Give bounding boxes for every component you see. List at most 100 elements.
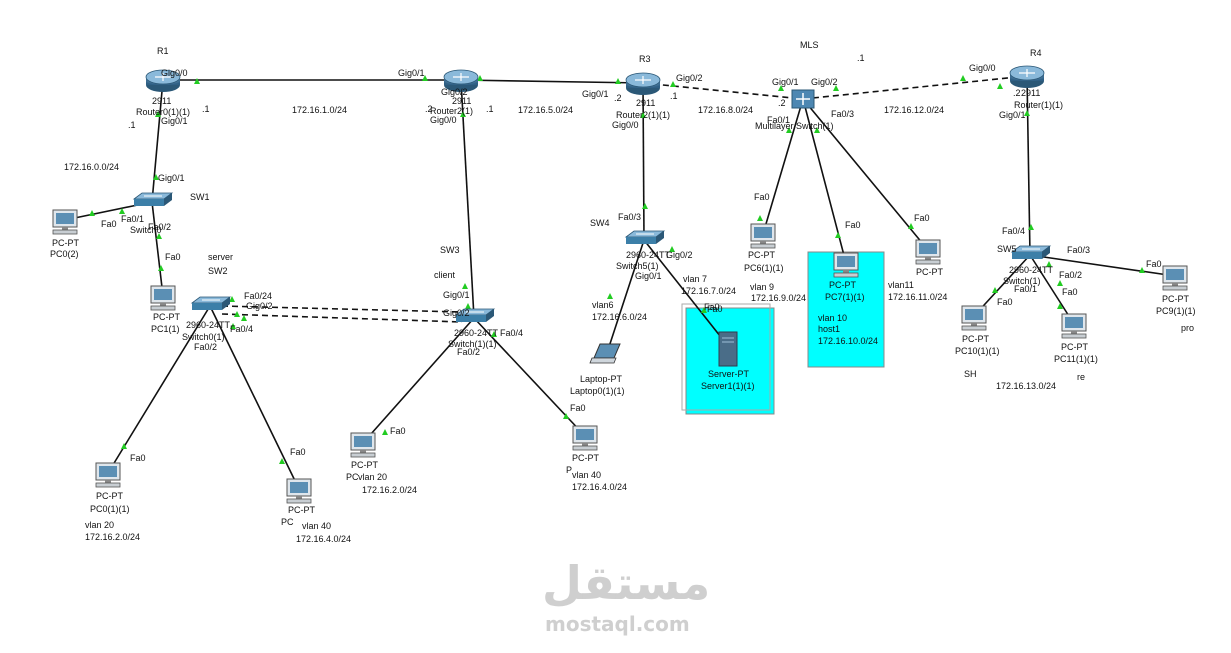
port-up-marker — [422, 75, 428, 81]
port-up-marker — [1057, 280, 1063, 286]
laptop-type: Laptop-PT — [580, 374, 623, 384]
server-net: 172.16.7.0/24 — [681, 286, 737, 296]
pc-icon — [350, 432, 376, 458]
link-line — [802, 75, 1028, 100]
pc6-vlan: vlan 9 — [750, 282, 775, 292]
port-up-marker — [786, 127, 792, 133]
sw4-name: Switch5(1) — [616, 261, 659, 271]
pc8-type: PC-PT — [916, 267, 943, 277]
server-name: Server1(1)(1) — [701, 381, 755, 391]
link-line — [1029, 254, 1176, 277]
port-label: Gig0/1 — [443, 290, 470, 300]
pc-icon — [572, 425, 598, 451]
link-line — [151, 201, 164, 297]
port-label: Gig0/2 — [441, 87, 468, 97]
port-up-marker — [460, 111, 466, 117]
router-icon — [443, 69, 479, 92]
port-label: Fa0/2 — [148, 222, 172, 232]
pc4-vlan: vlan 20 — [358, 472, 388, 482]
port-label: Fa0/2 — [194, 342, 218, 352]
port-up-marker — [119, 208, 125, 214]
port-up-marker — [230, 323, 236, 329]
port-label: Gig0/1 — [161, 116, 188, 126]
port-up-marker — [607, 293, 613, 299]
port-label: Fa0 — [704, 302, 720, 312]
port-up-marker — [701, 307, 707, 313]
port-label: Fa0/1 — [1014, 284, 1038, 294]
pc0-name: PC0(2) — [50, 249, 79, 259]
net-label: 172.16.0.0/24 — [64, 162, 120, 172]
pc2-type: PC-PT — [96, 491, 123, 501]
port-label: Fa0 — [390, 426, 406, 436]
port-label: Fa0 — [845, 220, 861, 230]
watermark-arabic: مستقل — [542, 556, 711, 610]
pc3-type: PC-PT — [288, 505, 315, 515]
pc0-type: PC-PT — [52, 238, 79, 248]
port-up-marker — [814, 127, 820, 133]
server-type: Server-PT — [708, 369, 750, 379]
port-label: Fa0 — [165, 252, 181, 262]
pc1-name: PC1(1) — [151, 324, 180, 334]
r4-model: 2911 — [1021, 88, 1041, 98]
port-up-marker — [640, 112, 646, 118]
port-up-marker — [642, 203, 648, 209]
port-label: Fa0 — [101, 219, 117, 229]
r3-label: R3 — [639, 54, 651, 64]
sw5-model: 2960-24TT — [1009, 265, 1054, 275]
net-label: 172.16.5.0/24 — [518, 105, 574, 115]
sw2-name: Switch0(1) — [182, 332, 225, 342]
r2-model: 2911 — [452, 96, 472, 106]
pc4-net: 172.16.2.0/24 — [362, 485, 418, 495]
port-up-marker — [241, 315, 247, 321]
port-label: Gig0/0 — [969, 63, 996, 73]
pc4-type: PC-PT — [351, 460, 378, 470]
device-icons-layer — [52, 65, 1188, 504]
pc-icon — [150, 285, 176, 311]
server-icon — [718, 331, 738, 367]
pc-icon — [915, 239, 941, 265]
pc-icon — [1061, 313, 1087, 339]
pc-icon — [833, 252, 859, 278]
port-up-marker — [669, 246, 675, 252]
link-line — [643, 239, 729, 347]
switch-icon — [190, 296, 232, 310]
pc-icon — [750, 223, 776, 249]
server-highlight-shadow — [681, 303, 771, 411]
pc2-vlan: vlan 20 — [85, 520, 115, 530]
pc-icon — [52, 209, 78, 235]
pc8-vlan: vlan11 — [888, 280, 914, 290]
r3-name: Router2(1)(1) — [616, 110, 671, 120]
switch-icon — [624, 230, 666, 244]
pc-icon — [95, 462, 121, 488]
link-line — [362, 317, 475, 444]
port-label: Fa0 — [914, 213, 930, 223]
pc9-type: PC-PT — [1162, 294, 1189, 304]
ip-suffix: .2 — [425, 104, 433, 114]
port-label: Gig0/2 — [811, 77, 838, 87]
link-line — [1029, 254, 1075, 325]
port-label: Fa0/4 — [1002, 226, 1026, 236]
port-up-marker — [89, 210, 95, 216]
ip-suffix: .1 — [128, 120, 136, 130]
laptop-net: 172.16.6.0/24 — [592, 312, 648, 322]
port-up-marker — [462, 283, 468, 289]
ip-suffix: .1 — [857, 53, 865, 63]
port-label: Gig0/2 — [676, 73, 703, 83]
port-up-marker — [155, 111, 161, 117]
port-markers-layer — [89, 75, 1145, 464]
pc-icon — [1162, 265, 1188, 291]
port-label: Fa0/1 — [767, 115, 791, 125]
pc6-type: PC-PT — [748, 250, 775, 260]
link-line — [762, 98, 804, 235]
pc9-name: PC9(1)(1) — [1156, 306, 1196, 316]
sw3-role: client — [434, 270, 456, 280]
pc11-name: PC11(1)(1) — [1054, 354, 1098, 364]
port-up-marker — [960, 75, 966, 81]
pc10-type: PC-PT — [962, 334, 989, 344]
pc6-net: 172.16.9.0/24 — [751, 293, 807, 303]
pc7-type: PC-PT — [829, 280, 856, 290]
pc3-name: PC — [281, 517, 294, 527]
port-up-marker — [835, 232, 841, 238]
pc7-net: 172.16.10.0/24 — [818, 336, 879, 346]
port-label: Fa0 — [707, 304, 723, 314]
